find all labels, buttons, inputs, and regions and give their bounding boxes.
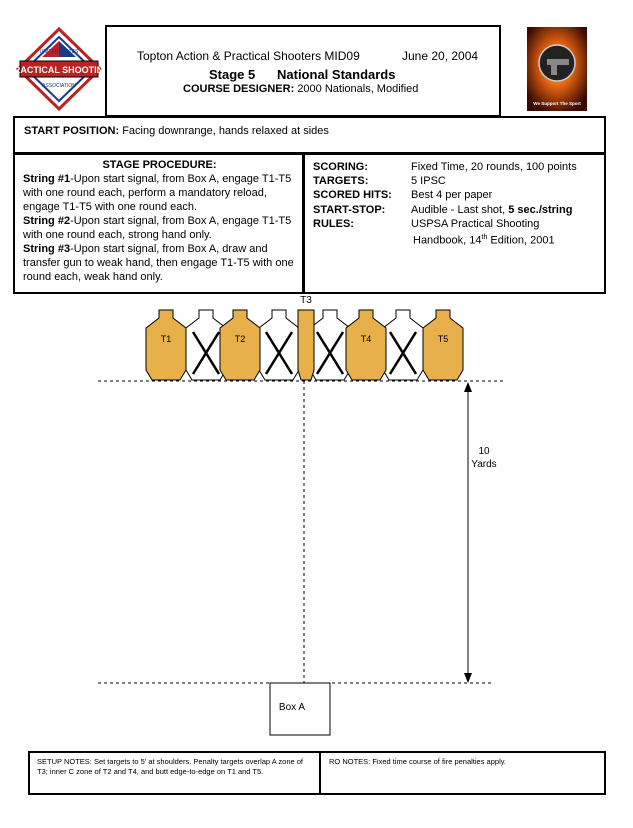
target-t3 — [297, 309, 315, 381]
rules-line1: USPSA Practical Shooting — [411, 218, 540, 230]
setup-notes-box: SETUP NOTES: Set targets to 5' at should… — [28, 751, 321, 795]
t3-top-label: T3 — [300, 295, 312, 306]
start-position-text: Facing downrange, hands relaxed at sides — [122, 125, 329, 137]
stage-procedure-title: STAGE PROCEDURE: — [102, 159, 217, 171]
rules-label: RULES: — [313, 218, 354, 230]
uspsa-logo: PRACTICAL SHOOTING UNITED STATES ASSOCIA… — [8, 26, 110, 112]
string-2: String #2-Upon start signal, from Box A,… — [23, 215, 292, 241]
scored-hits-label: SCORED HITS: — [313, 189, 392, 201]
stage-name: National Standards — [277, 67, 396, 82]
string-3: String #3-Upon start signal, from Box A,… — [23, 243, 294, 283]
target-t4: T4 — [345, 309, 387, 381]
svg-text:T2: T2 — [235, 334, 246, 344]
target-t5: T5 — [422, 309, 464, 381]
match-date: June 20, 2004 — [402, 49, 479, 63]
ro-notes: RO NOTES: Fixed time course of fire pena… — [329, 757, 507, 766]
start-stop-label: START-STOP: — [313, 204, 386, 216]
penalty-target — [309, 309, 351, 381]
rules-line2: Handbook, 14th Edition, 2001 — [413, 234, 555, 247]
start-stop-value: Audible - Last shot, 5 sec./string — [411, 204, 573, 216]
svg-text:T4: T4 — [361, 334, 372, 344]
svg-text:We Support The Sport: We Support The Sport — [533, 101, 581, 106]
box-a — [269, 682, 331, 736]
string-1: String #1-Upon start signal, from Box A,… — [23, 173, 292, 213]
penalty-target — [258, 309, 300, 381]
scoring-value: Fixed Time, 20 rounds, 100 points — [411, 161, 577, 173]
start-position-label: START POSITION: — [24, 125, 120, 137]
stage-procedure-box: STAGE PROCEDURE: String #1-Upon start si… — [13, 153, 304, 294]
scoring-label: SCORING: — [313, 161, 368, 173]
penalty-target — [382, 309, 424, 381]
targets-label: TARGETS: — [313, 175, 369, 187]
stage-diagram: T3 T1 T2 T4 T5 — [98, 295, 505, 736]
setup-notes: SETUP NOTES: Set targets to 5' at should… — [37, 757, 304, 776]
scored-hits-value: Best 4 per paper — [411, 189, 493, 201]
target-t1: T1 — [145, 309, 187, 381]
distance-unit: Yards — [471, 459, 496, 470]
header-box: Topton Action & Practical Shooters MID09… — [105, 25, 501, 117]
svg-text:T1: T1 — [161, 334, 172, 344]
stage-number: Stage 5 — [209, 67, 256, 82]
box-a-label: Box A — [279, 702, 305, 713]
target-t2: T2 — [219, 309, 261, 381]
scoring-box: SCORING: Fixed Time, 20 rounds, 100 poin… — [303, 153, 606, 294]
course-designer: COURSE DESIGNER: 2000 Nationals, Modifie… — [183, 83, 419, 95]
svg-text:UNITED STATES: UNITED STATES — [40, 49, 79, 55]
ro-notes-box: RO NOTES: Fixed time course of fire pena… — [319, 751, 606, 795]
support-badge-logo: We Support The Sport — [527, 27, 587, 111]
start-position-box: START POSITION: Facing downrange, hands … — [13, 116, 606, 154]
svg-text:T5: T5 — [438, 334, 449, 344]
svg-text:ASSOCIATION: ASSOCIATION — [42, 83, 76, 89]
penalty-target — [185, 309, 227, 381]
distance-value: 10 — [478, 446, 490, 457]
svg-text:PRACTICAL SHOOTING: PRACTICAL SHOOTING — [14, 65, 104, 75]
club-name: Topton Action & Practical Shooters MID09 — [137, 49, 360, 63]
targets-value: 5 IPSC — [411, 175, 446, 187]
